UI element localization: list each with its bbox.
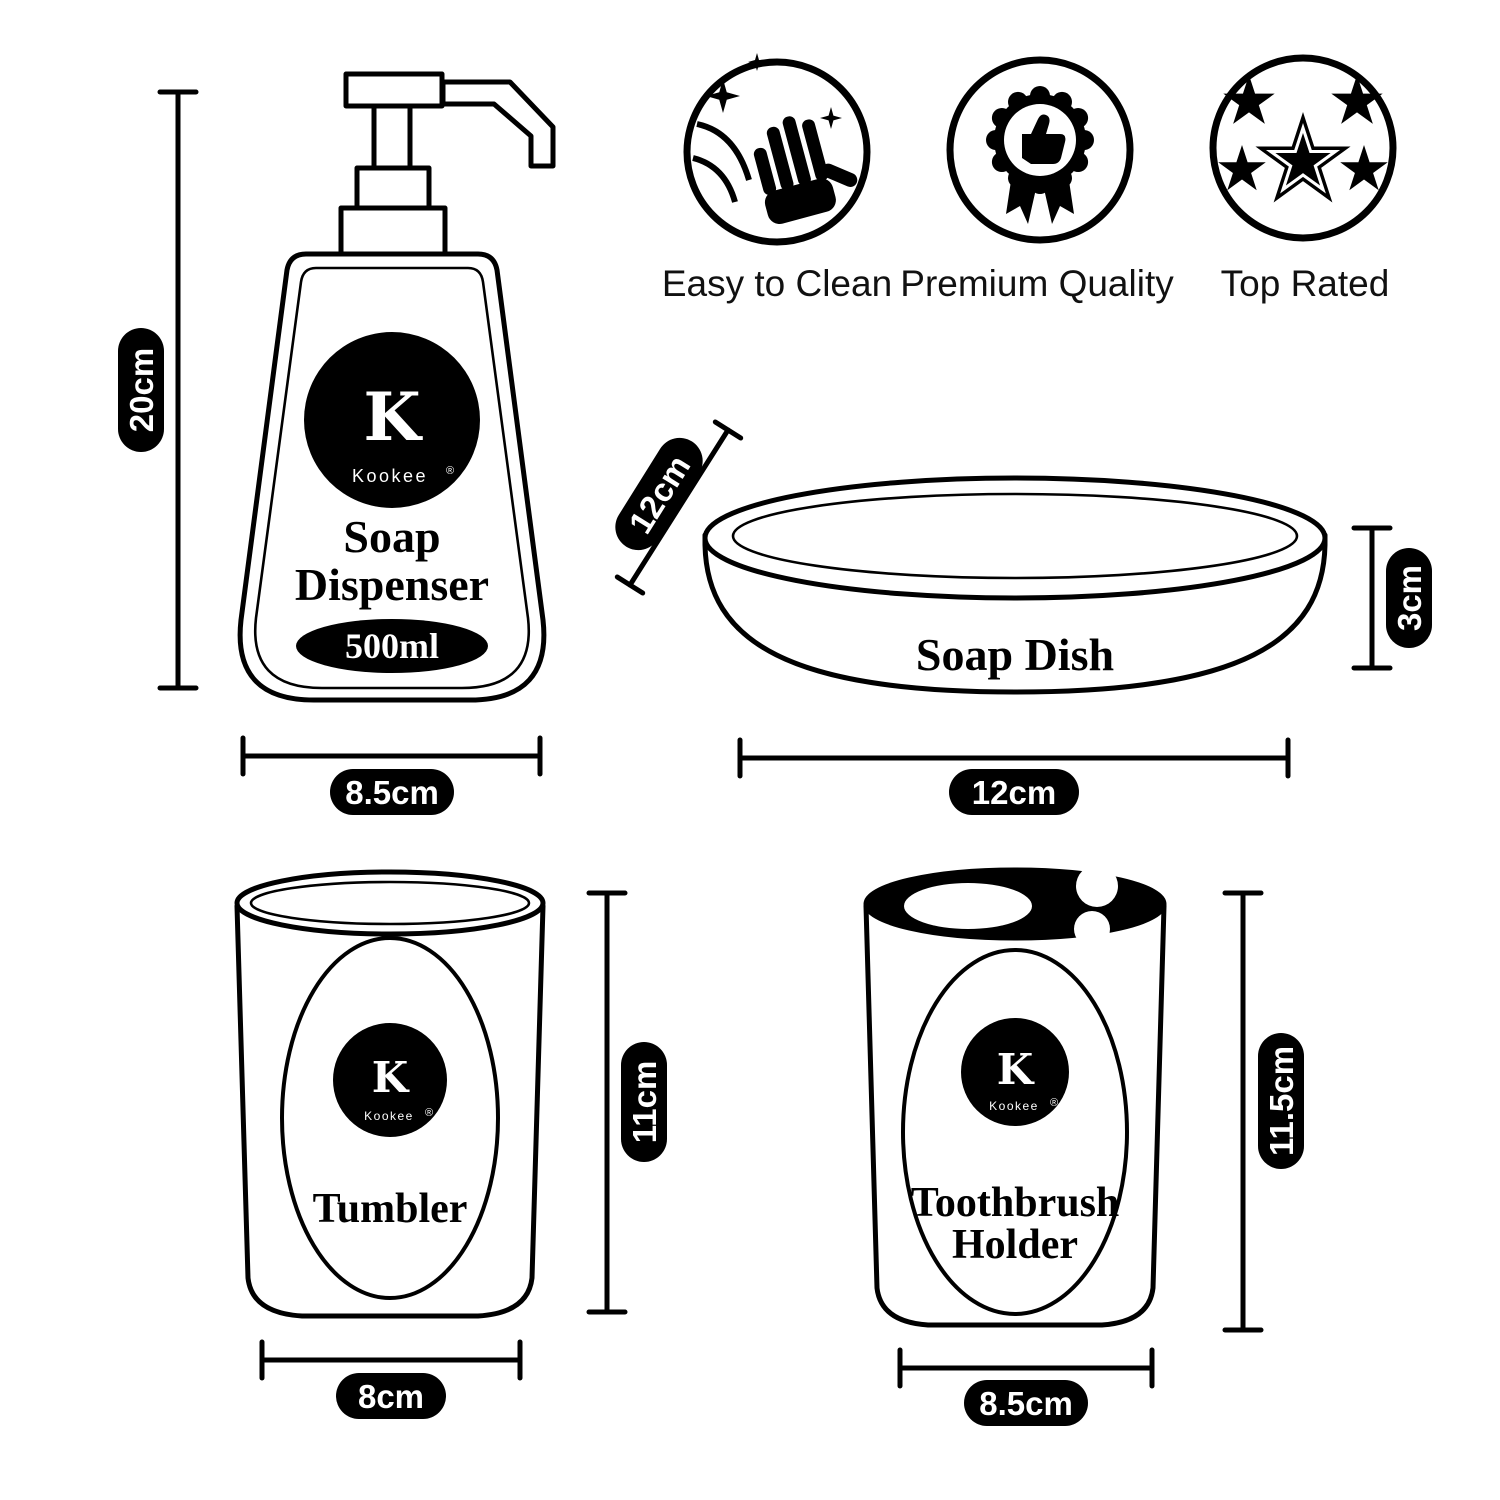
soap-dish-name: Soap Dish [916,629,1114,680]
feature-premium-quality: Premium Quality [900,56,1174,304]
soap-dispenser-figure: K Kookee ® Soap Dispenser 500ml 20cm [118,71,556,815]
top-rated-label: Top Rated [1221,263,1390,304]
tumbler-figure: K Kookee ® Tumbler 11cm 8cm [234,869,667,1419]
tumbler-width-pill [336,1373,446,1419]
pump-head [338,71,556,257]
logo-reg-mark: ® [1050,1097,1058,1109]
dish-rim-inner [731,492,1299,580]
dish-width-pill [949,769,1079,815]
logo-initial: K [363,378,423,456]
hand-shape [753,116,858,224]
tumbler-height-dimension: 11cm [586,890,667,1315]
stars-cluster [1218,75,1388,202]
holder-height-pill [1258,1033,1304,1169]
holder-name-line2: Holder [952,1222,1078,1268]
holder-width-label: 8.5cm [979,1385,1073,1422]
kookee-logo: K Kookee ® [333,1023,447,1137]
holder-name-line1: Toothbrush [911,1180,1120,1226]
logo-brand-name: Kookee [352,466,428,486]
logo-brand-name: Kookee [989,1099,1039,1113]
dish-width-dimension: 12cm [737,737,1291,815]
ribbon-left [1006,174,1038,224]
feature-easy-to-clean: Easy to Clean [662,53,892,304]
star-rating-icon [1209,54,1397,242]
bottle-neck [338,205,448,257]
logo-reg-mark: ® [446,465,454,477]
logo-badge [961,1018,1069,1126]
holder-width-dimension: 8.5cm [897,1347,1155,1426]
dispenser-name-line2: Dispenser [295,559,489,610]
tumbler-width-label: 8cm [358,1378,424,1415]
bottle-inner-line [253,266,531,690]
dish-height-dimension: 3cm [1351,525,1432,671]
pump-stem [371,103,413,171]
holder-panel-oval [901,948,1129,1316]
dispenser-height-pill [118,328,164,452]
dish-depth-pill [615,437,703,551]
dish-height-label: 3cm [1391,565,1428,631]
holder-width-pill [964,1380,1088,1426]
toothbrush-holder-figure: K Kookee ® Toothbrush Holder 11.5cm 8.5c… [863,865,1304,1426]
dish-rim-outer [702,475,1328,601]
dish-height-pill [1386,548,1432,648]
logo-badge [333,1023,447,1137]
feature-top-rated: Top Rated [1209,54,1397,304]
sparkle-trails [692,53,842,203]
kookee-logo: K Kookee ® [961,1018,1069,1126]
tumbler-height-label: 11cm [626,1061,663,1144]
dispenser-width-dimension: 8.5cm [240,735,543,815]
tumbler-name: Tumbler [313,1186,468,1232]
dish-width-label: 12cm [972,774,1056,811]
capacity-label: 500ml [345,626,439,666]
dispenser-name-line1: Soap [343,511,440,562]
thumbs-up-glyph [1022,114,1066,164]
logo-reg-mark: ® [425,1107,433,1119]
dispenser-width-label: 8.5cm [345,774,439,811]
premium-quality-label: Premium Quality [900,263,1174,304]
holder-height-dimension: 11.5cm [1222,890,1304,1333]
easy-to-clean-label: Easy to Clean [662,263,892,304]
dispenser-width-pill [330,769,454,815]
tumbler-rim-outer [234,869,546,937]
rosette [986,86,1094,224]
holder-holes [904,865,1118,947]
capacity-badge [296,619,488,673]
logo-initial: K [997,1045,1035,1094]
logo-initial: K [372,1053,410,1102]
tumbler-panel-oval [280,936,500,1300]
dispenser-height-label: 20cm [123,348,160,432]
logo-brand-name: Kookee [364,1109,414,1123]
logo-badge [304,332,480,508]
sparkle-hand-icon [683,58,871,246]
soap-dish-figure: Soap Dish 12cm 3cm [614,419,1432,815]
holder-height-label: 11.5cm [1263,1046,1300,1156]
pump-cap [343,71,445,109]
tumbler-rim-inner [249,880,531,926]
pump-spout [440,79,556,169]
dispenser-height-dimension: 20cm [118,89,199,691]
feature-badges: Easy to Clean Premium Quality [662,53,1397,304]
tumbler-height-pill [621,1042,667,1162]
pump-collar [354,165,432,211]
tumbler-width-dimension: 8cm [259,1339,523,1419]
premium-badge-icon [946,56,1134,244]
ribbon-right [1042,174,1074,224]
kookee-logo: K Kookee ® [304,332,480,508]
